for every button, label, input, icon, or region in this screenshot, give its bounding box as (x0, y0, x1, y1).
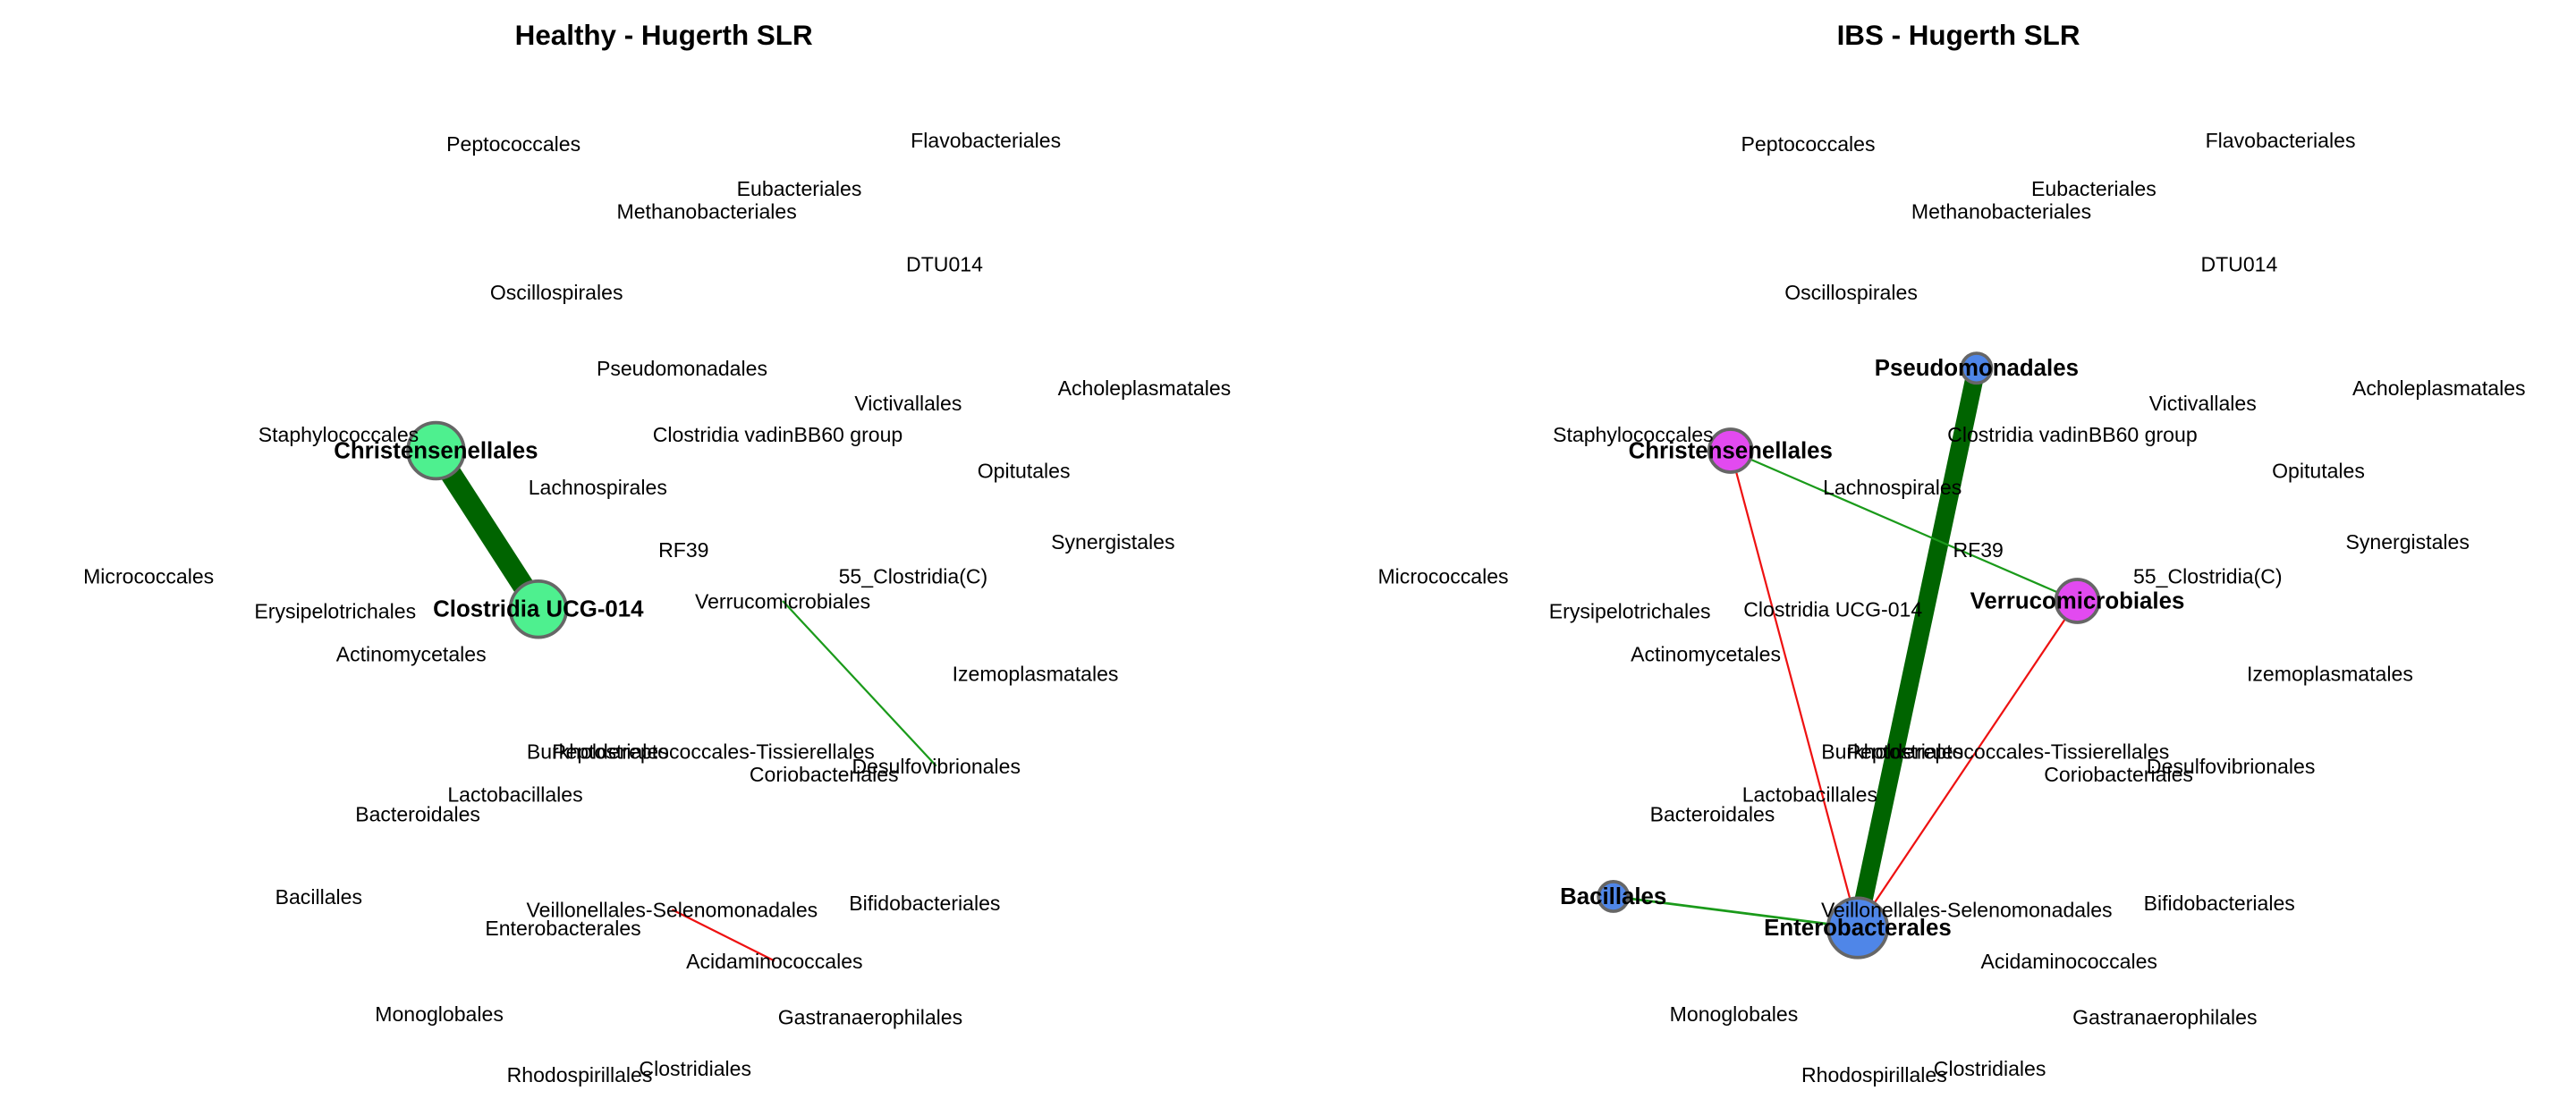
node-verrucomicrobiales (2054, 578, 2101, 624)
network-edge (782, 600, 937, 767)
node-label-peptococcales: Peptococcales (1741, 132, 1876, 156)
node-label-micrococcales: Micrococcales (83, 565, 214, 588)
node-label-peptococcales: Peptococcales (446, 132, 580, 156)
node-label-gastranaerophilales: Gastranaerophilales (2072, 1006, 2257, 1029)
node-enterobacterales (1826, 896, 1889, 960)
node-label-monoglobales: Monoglobales (375, 1002, 504, 1026)
network-edge (1857, 600, 2079, 929)
node-label-rf39: RF39 (658, 538, 708, 562)
node-label-burkholderiales: Burkholderiales (527, 740, 669, 763)
node-label-verrucomicrobiales: Verrucomicrobiales (695, 589, 870, 613)
node-label-rhodospirillales: Rhodospirillales (507, 1063, 653, 1086)
node-label-enterobacterales: Enterobacterales (1764, 916, 1952, 941)
node-label-coriobacteriales: Coriobacteriales (750, 763, 899, 786)
node-label-peptostreptococcales-tissierellales: Peptostreptococcales-Tissierellales (552, 740, 875, 763)
network-edge (671, 909, 775, 962)
node-label-flavobacteriales: Flavobacteriales (911, 129, 1061, 152)
node-label-erysipelotrichales: Erysipelotrichales (254, 599, 416, 622)
panel-healthy: Peptococcales FlavobacterialesEubacterial… (83, 129, 1231, 1086)
node-label-clostridiales: Clostridiales (1934, 1057, 2046, 1080)
node-label-pseudomonadales: Pseudomonadales (1875, 356, 2079, 381)
panel-title-ibs: IBS - Hugerth SLR (1837, 20, 2080, 51)
node-label-izemoplasmatales: Izemoplasmatales (953, 663, 1119, 686)
node-label-verrucomicrobiales: Verrucomicrobiales (1970, 588, 2185, 613)
node-label-bacillales: Bacillales (275, 885, 362, 909)
node-label-flavobacteriales: Flavobacteriales (2206, 129, 2356, 152)
node-pseudomonadales (1960, 351, 1994, 385)
panel-title-healthy: Healthy - Hugerth SLR (515, 20, 813, 51)
node-label-bacteroidales: Bacteroidales (1650, 802, 1775, 825)
node-label-lactobacillales: Lactobacillales (1742, 782, 1877, 806)
node-christensenellales (1707, 427, 1754, 474)
node-clostridia-ucg-014 (508, 579, 569, 639)
node-label-synergistales: Synergistales (2345, 530, 2469, 554)
node-label-55-clostridia-c: 55_Clostridia(C) (2133, 565, 2283, 588)
node-label-staphylococcales: Staphylococcales (258, 423, 419, 446)
node-label-veillonellales-selenomonadales: Veillonellales-Selenomonadales (527, 899, 818, 922)
node-label-dtu014: DTU014 (906, 253, 983, 276)
node-label-veillonellales-selenomonadales: Veillonellales-Selenomonadales (1821, 899, 2113, 922)
node-label-christensenellales: Christensenellales (1629, 438, 1833, 463)
node-label-eubacteriales: Eubacteriales (2031, 177, 2157, 200)
node-label-coriobacteriales: Coriobacteriales (2044, 763, 2193, 786)
node-label-bacteroidales: Bacteroidales (355, 802, 480, 825)
node-label-pseudomonadales: Pseudomonadales (597, 357, 767, 380)
node-label-lachnospirales: Lachnospirales (529, 476, 667, 499)
node-label-eubacteriales: Eubacteriales (737, 177, 862, 200)
node-label-lachnospirales: Lachnospirales (1823, 476, 1962, 499)
node-label-clostridia-vadinbb60-group: Clostridia vadinBB60 group (1947, 423, 2197, 446)
network-edge (1729, 450, 1859, 928)
node-label-methanobacteriales: Methanobacteriales (1911, 200, 2091, 224)
node-label-izemoplasmatales: Izemoplasmatales (2247, 663, 2413, 686)
node-label-acidaminococcales: Acidaminococcales (686, 950, 862, 973)
node-label-oscillospirales: Oscillospirales (490, 281, 623, 304)
node-label-clostridia-vadinbb60-group: Clostridia vadinBB60 group (653, 423, 902, 446)
node-label-desulfovibrionales: Desulfovibrionales (2147, 755, 2315, 778)
node-label-desulfovibrionales: Desulfovibrionales (852, 755, 1021, 778)
node-label-lactobacillales: Lactobacillales (447, 782, 582, 806)
node-label-opitutales: Opitutales (978, 459, 1071, 482)
node-label-dtu014: DTU014 (2200, 253, 2277, 276)
node-label-monoglobales: Monoglobales (1670, 1002, 1799, 1026)
node-label-synergistales: Synergistales (1051, 530, 1174, 554)
node-label-clostridia-ucg-014: Clostridia UCG-014 (433, 597, 644, 622)
node-label-victivallales: Victivallales (2149, 392, 2257, 415)
network-edge (427, 444, 547, 615)
node-label-peptostreptococcales-tissierellales: Peptostreptococcales-Tissierellales (1847, 740, 2170, 763)
node-label-acidaminococcales: Acidaminococcales (1981, 950, 2157, 973)
node-label-enterobacterales: Enterobacterales (485, 917, 640, 940)
network-edge (1613, 895, 1859, 929)
node-label-bacillales: Bacillales (1560, 884, 1666, 909)
node-label-micrococcales: Micrococcales (1377, 565, 1508, 588)
panel-ibs: Peptococcales FlavobacterialesEubacterial… (1377, 129, 2525, 1086)
node-label-christensenellales: Christensenellales (334, 438, 538, 463)
node-label-55-clostridia-c: 55_Clostridia(C) (839, 565, 988, 588)
node-label-actinomycetales: Actinomycetales (1631, 642, 1781, 665)
node-label-bifidobacteriales: Bifidobacteriales (2144, 892, 2295, 915)
node-label-gastranaerophilales: Gastranaerophilales (778, 1006, 962, 1029)
node-label-rhodospirillales: Rhodospirillales (1801, 1063, 1947, 1086)
node-label-acholeplasmatales: Acholeplasmatales (2352, 376, 2526, 400)
node-label-clostridia-ucg-014: Clostridia UCG-014 (1743, 598, 1922, 621)
node-label-victivallales: Victivallales (854, 392, 962, 415)
node-label-erysipelotrichales: Erysipelotrichales (1549, 599, 1711, 622)
node-bacillales (1597, 880, 1631, 913)
node-label-staphylococcales: Staphylococcales (1553, 423, 1713, 446)
node-label-rf39: RF39 (1953, 538, 2003, 562)
node-label-bifidobacteriales: Bifidobacteriales (849, 892, 1000, 915)
node-christensenellales (406, 420, 466, 481)
node-label-oscillospirales: Oscillospirales (1784, 281, 1918, 304)
network-edge (1730, 449, 2078, 603)
node-label-opitutales: Opitutales (2272, 459, 2365, 482)
node-label-acholeplasmatales: Acholeplasmatales (1058, 376, 1232, 400)
node-label-burkholderiales: Burkholderiales (1821, 740, 1963, 763)
node-label-methanobacteriales: Methanobacteriales (617, 200, 797, 224)
node-label-clostridiales: Clostridiales (639, 1057, 751, 1080)
network-edge (1848, 366, 1986, 930)
node-label-actinomycetales: Actinomycetales (336, 642, 487, 665)
